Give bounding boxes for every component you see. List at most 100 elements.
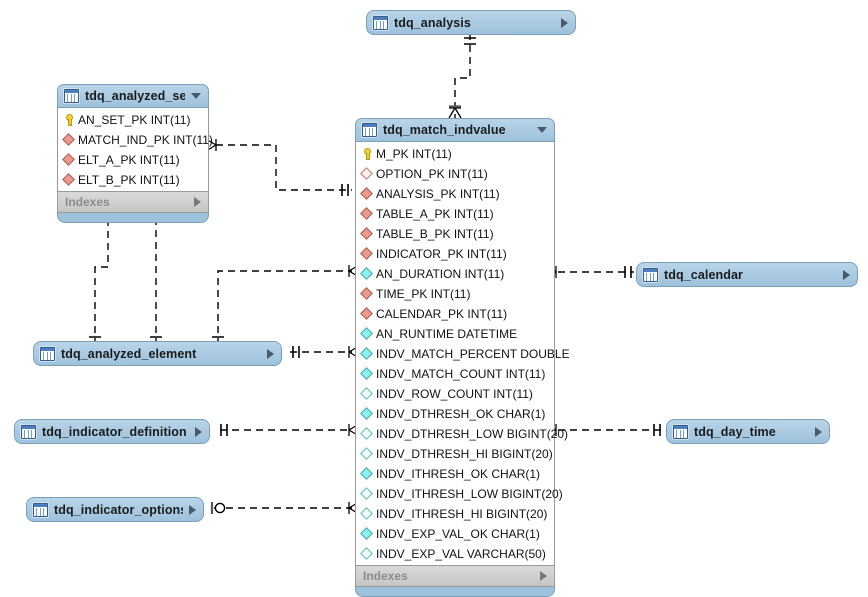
column-row[interactable]: INDV_EXP_VAL VARCHAR(50) [356, 544, 554, 564]
column-diamond-icon [360, 347, 373, 360]
table-tdq-analyzed-set[interactable]: tdq_analyzed_set AN_SET_PK INT(11)MATCH_… [57, 84, 213, 223]
chevron-right-icon[interactable] [540, 571, 547, 581]
diamond-shape [360, 347, 373, 360]
chevron-right-icon[interactable] [189, 504, 196, 515]
indexes-section[interactable]: Indexes [355, 565, 555, 587]
table-header[interactable]: tdq_analysis [366, 10, 576, 35]
table-footer-strip [57, 213, 209, 223]
diamond-shape [360, 207, 373, 220]
diamond-shape [360, 447, 373, 460]
column-row[interactable]: TIME_PK INT(11) [356, 284, 554, 304]
column-row[interactable]: MATCH_IND_PK INT(11) [58, 130, 213, 150]
column-row[interactable]: AN_DURATION INT(11) [356, 264, 554, 284]
column-row[interactable]: INDV_DTHRESH_LOW BIGINT(20) [356, 424, 568, 444]
chevron-down-icon[interactable] [537, 127, 547, 133]
diamond-shape [62, 133, 75, 146]
diamond-shape [360, 407, 373, 420]
table-tdq-day-time[interactable]: tdq_day_time [666, 419, 830, 444]
diamond-shape [360, 527, 373, 540]
indexes-section[interactable]: Indexes [57, 191, 209, 213]
chevron-down-icon[interactable] [191, 93, 201, 99]
column-row[interactable]: ELT_A_PK INT(11) [58, 150, 208, 170]
diamond-shape [360, 367, 373, 380]
chevron-right-icon[interactable] [194, 197, 201, 207]
table-title: tdq_calendar [664, 267, 744, 282]
column-row[interactable]: INDV_DTHRESH_OK CHAR(1) [356, 404, 554, 424]
column-row[interactable]: TABLE_B_PK INT(11) [356, 224, 554, 244]
column-row[interactable]: CALENDAR_PK INT(11) [356, 304, 554, 324]
table-icon [33, 502, 48, 517]
table-icon [373, 15, 388, 30]
column-list: AN_SET_PK INT(11)MATCH_IND_PK INT(11) ELT… [57, 108, 213, 191]
foreign-key-diamond-icon [360, 187, 373, 200]
table-header[interactable]: tdq_indicator_definition [14, 419, 210, 444]
table-header[interactable]: tdq_analyzed_element [33, 341, 282, 366]
column-diamond-icon [360, 427, 373, 440]
table-title: tdq_indicator_definition [42, 424, 187, 439]
chevron-right-icon[interactable] [267, 348, 274, 359]
column-row[interactable]: INDV_DTHRESH_HI BIGINT(20) [356, 444, 554, 464]
column-row[interactable]: AN_RUNTIME DATETIME [356, 324, 554, 344]
table-header[interactable]: tdq_match_indvalue [355, 118, 555, 142]
table-header[interactable]: tdq_analyzed_set [57, 84, 209, 108]
foreign-key-diamond-icon [62, 153, 75, 166]
column-label: INDV_MATCH_COUNT INT(11) [376, 367, 546, 381]
table-tdq-analyzed-element[interactable]: tdq_analyzed_element [33, 341, 282, 366]
column-row[interactable]: ELT_B_PK INT(11) [58, 170, 208, 190]
column-row[interactable]: INDV_MATCH_COUNT INT(11) [356, 364, 554, 384]
column-row[interactable]: INDV_ITHRESH_HI BIGINT(20) [356, 504, 554, 524]
column-row[interactable]: TABLE_A_PK INT(11) [356, 204, 554, 224]
column-row[interactable]: INDV_ITHRESH_OK CHAR(1) [356, 464, 554, 484]
column-row[interactable]: INDV_EXP_VAL_OK CHAR(1) [356, 524, 554, 544]
column-label: ELT_A_PK INT(11) [78, 153, 180, 167]
table-tdq-match-indvalue[interactable]: tdq_match_indvalue M_PK INT(11) OPTION_PK… [355, 118, 570, 597]
chevron-right-icon[interactable] [815, 426, 822, 437]
diamond-shape [360, 547, 373, 560]
column-row[interactable]: INDICATOR_PK INT(11) [356, 244, 554, 264]
diamond-shape [360, 287, 373, 300]
column-row[interactable]: INDV_MATCH_PERCENT DOUBLE [356, 344, 570, 364]
column-diamond-icon [360, 487, 373, 500]
table-title: tdq_match_indvalue [383, 123, 506, 137]
table-header[interactable]: tdq_calendar [636, 262, 858, 287]
column-row[interactable]: INDV_ROW_COUNT INT(11) [356, 384, 554, 404]
diamond-shape [360, 487, 373, 500]
foreign-key-diamond-icon [360, 207, 373, 220]
column-diamond-icon [360, 507, 373, 520]
diamond-shape [62, 153, 75, 166]
chevron-right-icon[interactable] [561, 17, 568, 28]
wire-rel-analyzedelement-indvalue [217, 270, 352, 345]
table-title: tdq_day_time [694, 424, 776, 439]
table-tdq-analysis[interactable]: tdq_analysis [366, 10, 576, 35]
table-tdq-indicator-definition[interactable]: tdq_indicator_definition [14, 419, 210, 444]
column-label: INDV_ITHRESH_LOW BIGINT(20) [376, 487, 563, 501]
diamond-shape [360, 467, 373, 480]
column-label: TABLE_A_PK INT(11) [376, 207, 494, 221]
diamond-shape [360, 187, 373, 200]
column-diamond-icon [360, 447, 373, 460]
column-row[interactable]: M_PK INT(11) [356, 144, 554, 164]
table-icon [362, 123, 377, 137]
chevron-right-icon[interactable] [195, 426, 202, 437]
table-title: tdq_analysis [394, 15, 471, 30]
column-label: INDV_EXP_VAL VARCHAR(50) [376, 547, 546, 561]
chevron-right-icon[interactable] [843, 269, 850, 280]
column-row[interactable]: INDV_ITHRESH_LOW BIGINT(20) [356, 484, 563, 504]
table-header[interactable]: tdq_indicator_options [26, 497, 204, 522]
table-tdq-calendar[interactable]: tdq_calendar [636, 262, 858, 287]
column-row[interactable]: ANALYSIS_PK INT(11) [356, 184, 554, 204]
column-row[interactable]: OPTION_PK INT(11) [356, 164, 554, 184]
indexes-label: Indexes [363, 569, 408, 583]
table-icon [673, 424, 688, 439]
foreign-key-diamond-icon [360, 227, 373, 240]
table-tdq-indicator-options[interactable]: tdq_indicator_options [26, 497, 204, 522]
diamond-shape [360, 387, 373, 400]
diamond-shape [360, 507, 373, 520]
column-row[interactable]: AN_SET_PK INT(11) [58, 110, 208, 130]
diamond-shape [360, 307, 373, 320]
column-diamond-icon [360, 547, 373, 560]
column-label: TIME_PK INT(11) [376, 287, 471, 301]
column-label: OPTION_PK INT(11) [376, 167, 488, 181]
table-header[interactable]: tdq_day_time [666, 419, 830, 444]
